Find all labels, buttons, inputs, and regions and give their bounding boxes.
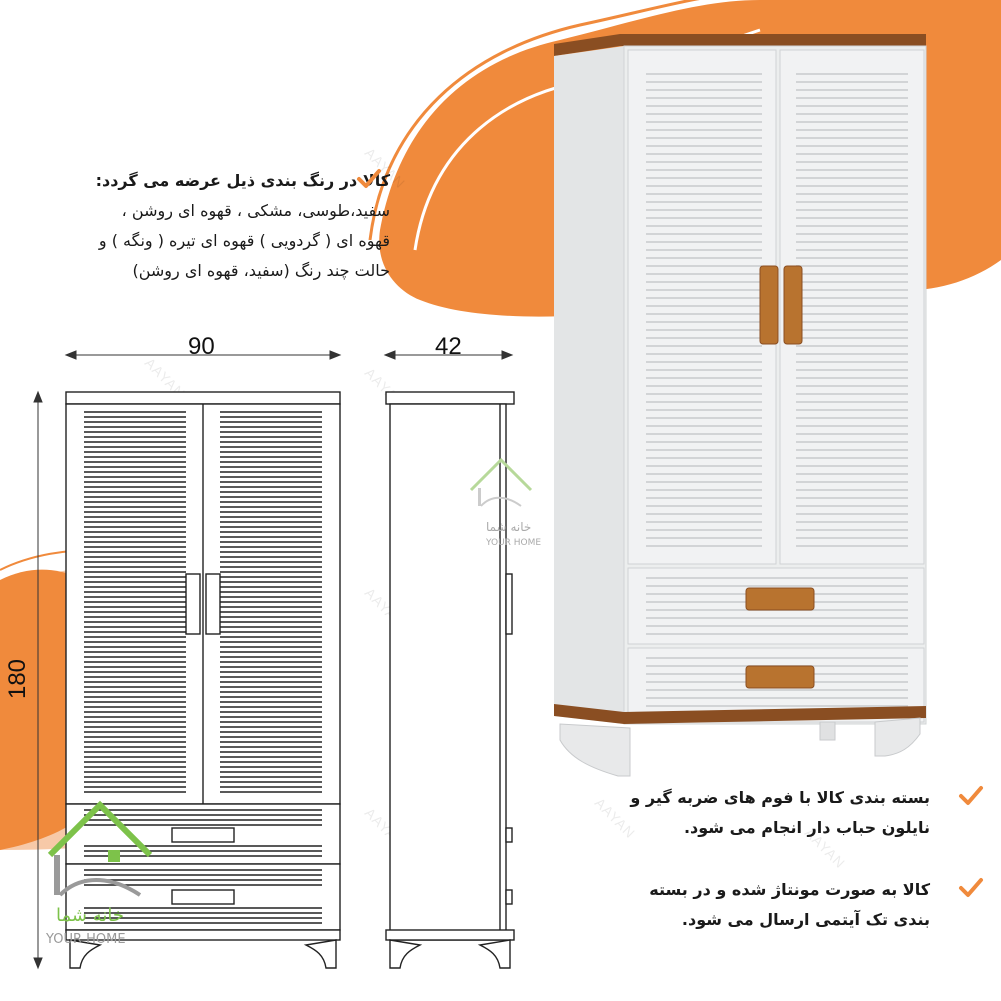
color-note-line: سفید،طوسی، مشکی ، قهوه ای روشن ، [121,201,390,220]
color-note-title: کالا در رنگ بندی ذیل عرضه می گردد: [95,171,390,190]
logo-icon [469,457,533,507]
packaging-note: بسته بندی کالا با فوم های ضربه گیر و نای… [620,783,930,843]
side-view [385,391,515,969]
check-icon [959,878,983,897]
drawer-handle-bottom [745,665,815,689]
front-louvers-right [220,411,322,793]
logo-text-en-large: YOUR HOME [46,932,126,947]
assembly-note-line: کالا به صورت مونتاژ شده و در بسته [649,880,930,899]
orange-blob-top-line [368,0,700,241]
logo-icon-large [47,800,153,897]
color-note: کالا در رنگ بندی ذیل عرضه می گردد: سفید،… [70,166,390,286]
check-icon [959,786,983,805]
assembly-note-line: بندی تک آیتمی ارسال می شود. [681,910,930,929]
packaging-note-line: بسته بندی کالا با فوم های ضربه گیر و [630,788,930,807]
color-note-line: حالت چند رنگ (سفید، قهوه ای روشن) [132,261,390,280]
drawer-handle-top [745,587,815,611]
color-note-line: قهوه ای ( گردویی ) قهوه ای تیره ( ونگه )… [98,231,390,250]
height-dimension-line [33,390,43,970]
door-handle-right [783,265,803,345]
depth-dimension-line [383,350,514,360]
assembly-note: کالا به صورت مونتاژ شده و در بسته بندی ت… [620,875,930,935]
logo-text-en: YOUR HOME [486,538,542,548]
width-dimension-line [64,350,342,360]
render-louvers [646,73,908,707]
check-icon [357,169,381,188]
front-louvers-left [84,411,186,793]
packaging-note-line: نایلون حباب دار انجام می شود. [683,818,930,837]
wardrobe-render [554,34,927,777]
logo-text-fa-large: خانه شما [56,905,124,926]
logo-text-fa: خانه شما [486,520,532,534]
door-handle-left [759,265,779,345]
